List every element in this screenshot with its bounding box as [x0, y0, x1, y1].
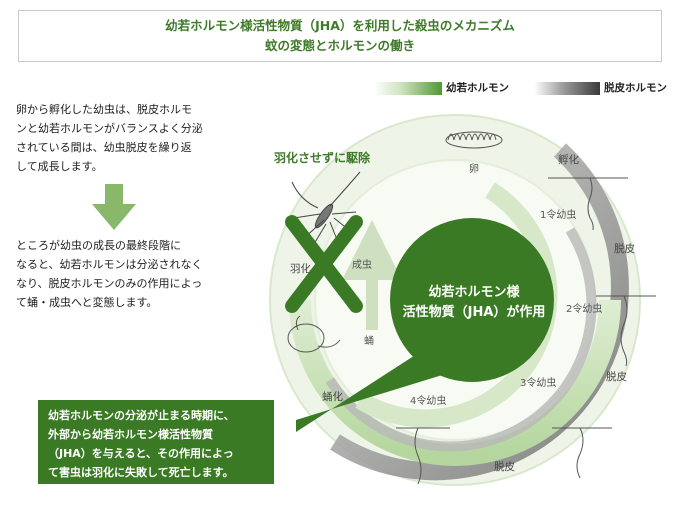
stage-molt3: 脱皮: [494, 460, 515, 473]
down-arrow-icon: [92, 184, 136, 230]
stage-instar3: 3令幼虫: [520, 376, 556, 389]
page-title: 幼若ホルモン様活性物質（JHA）を利用した殺虫のメカニズム: [165, 18, 515, 33]
paragraph-metamorphosis: ところが幼虫の成長の最終段階に なると、幼若ホルモンは分泌されなく なり、脱皮ホ…: [16, 239, 203, 309]
page-subtitle: 蚊の変態とホルモンの働き: [264, 38, 415, 53]
legend-swatch-molting-hormone: [534, 82, 600, 95]
jha-callout-tail: [296, 352, 452, 432]
stage-instar4: 4令幼虫: [410, 394, 446, 407]
stage-egg: 卵: [469, 163, 479, 175]
legend: 幼若ホルモン 脱皮ホルモン: [374, 78, 674, 98]
pupa-icon: [287, 315, 341, 353]
title-box: 幼若ホルモン様活性物質（JHA）を利用した殺虫のメカニズム 蚊の変態とホルモンの…: [18, 10, 662, 62]
legend-swatch-juvenile-hormone: [374, 82, 442, 95]
stage-instar2: 2令幼虫: [566, 302, 602, 315]
egg-icon: [445, 131, 503, 149]
stage-molt1: 脱皮: [614, 242, 635, 255]
larva-icon: [396, 177, 656, 485]
stage-instar1: 1令幼虫: [540, 208, 576, 221]
juvenile-hormone-inner-arc: [355, 182, 558, 428]
jha-note-box: 幼若ホルモンの分泌が止まる時期に、 外部から幼若ホルモン様活性物質 （JHA）を…: [38, 400, 274, 484]
eliminate-label: 羽化させずに駆除: [274, 150, 371, 165]
legend-label-juvenile-hormone: 幼若ホルモン: [446, 82, 509, 94]
stage-molt2: 脱皮: [606, 370, 627, 383]
jha-center-line2: 活性物質（JHA）が作用: [403, 304, 546, 320]
paragraph-larva-growth: 卵から孵化した幼虫は、脱皮ホルモ ンと幼若ホルモンがバランスよく分泌 されている…: [16, 103, 203, 173]
stage-pupa: 蛹: [364, 335, 374, 347]
juvenile-hormone-outer-arc: [289, 299, 621, 466]
stage-adult: 成虫: [352, 259, 372, 271]
jha-center-circle: [390, 218, 554, 382]
jha-center-line1: 幼若ホルモン様: [428, 284, 520, 300]
legend-label-molting-hormone: 脱皮ホルモン: [604, 82, 667, 94]
stage-pupation: 蛹化: [322, 390, 343, 403]
mosquito-icon: [291, 171, 361, 255]
stage-hatch: 孵化: [558, 153, 579, 166]
molting-hormone-inner-arc: [325, 227, 597, 452]
x-mark-icon: [285, 215, 363, 313]
stage-eclosion: 羽化: [290, 262, 311, 275]
